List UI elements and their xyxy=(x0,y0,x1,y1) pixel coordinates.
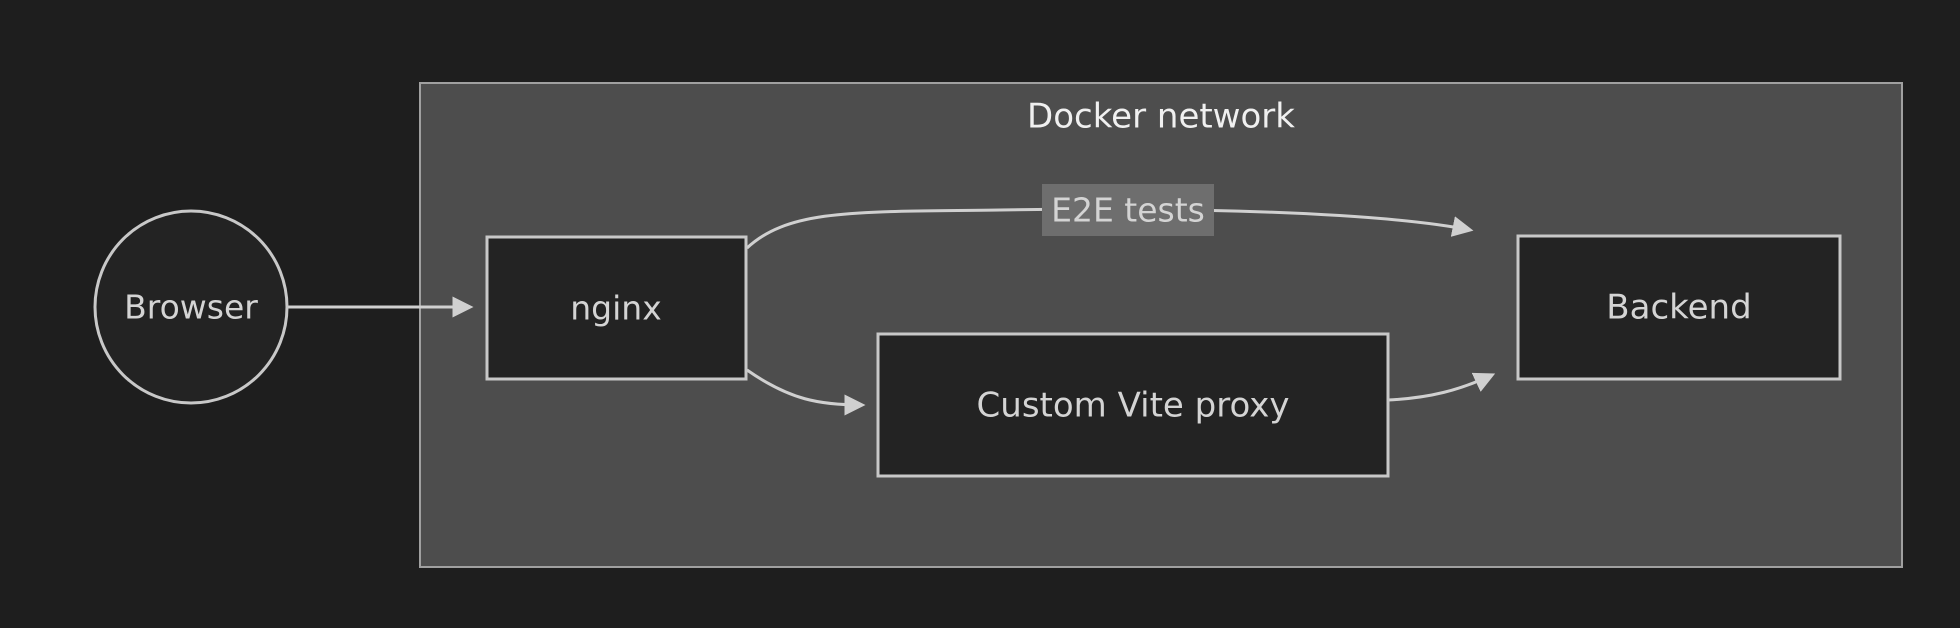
node-browser-label: Browser xyxy=(124,288,258,327)
node-vite-proxy-rect xyxy=(876,332,1390,478)
node-vite-proxy-label: Custom Vite proxy xyxy=(977,386,1290,426)
node-browser[interactable]: Browser xyxy=(93,209,289,405)
edge-vite-proxy-to-backend-path xyxy=(1387,372,1496,402)
edge-label-e2e-tests-background xyxy=(1042,184,1214,236)
node-backend-rect xyxy=(1516,234,1842,381)
node-nginx[interactable]: nginx xyxy=(485,235,748,381)
edge-label-e2e-tests[interactable]: E2E tests xyxy=(1042,184,1214,236)
node-backend[interactable]: Backend xyxy=(1516,234,1842,381)
edge-nginx-to-backend[interactable] xyxy=(745,207,1474,250)
node-nginx-rect xyxy=(485,235,748,381)
edge-nginx-to-vite-proxy[interactable] xyxy=(746,368,866,416)
node-nginx-label: nginx xyxy=(570,289,661,328)
edge-nginx-to-vite-proxy-path xyxy=(746,368,866,416)
edge-vite-proxy-to-backend[interactable] xyxy=(1387,372,1496,402)
node-vite-proxy[interactable]: Custom Vite proxy xyxy=(876,332,1390,478)
cluster-docker-network-title: Docker network xyxy=(1027,97,1295,137)
node-backend-label: Backend xyxy=(1606,288,1751,328)
edge-nginx-to-backend-path xyxy=(745,207,1474,250)
node-browser-circle xyxy=(93,209,289,405)
edge-label-e2e-tests-text: E2E tests xyxy=(1051,191,1205,230)
